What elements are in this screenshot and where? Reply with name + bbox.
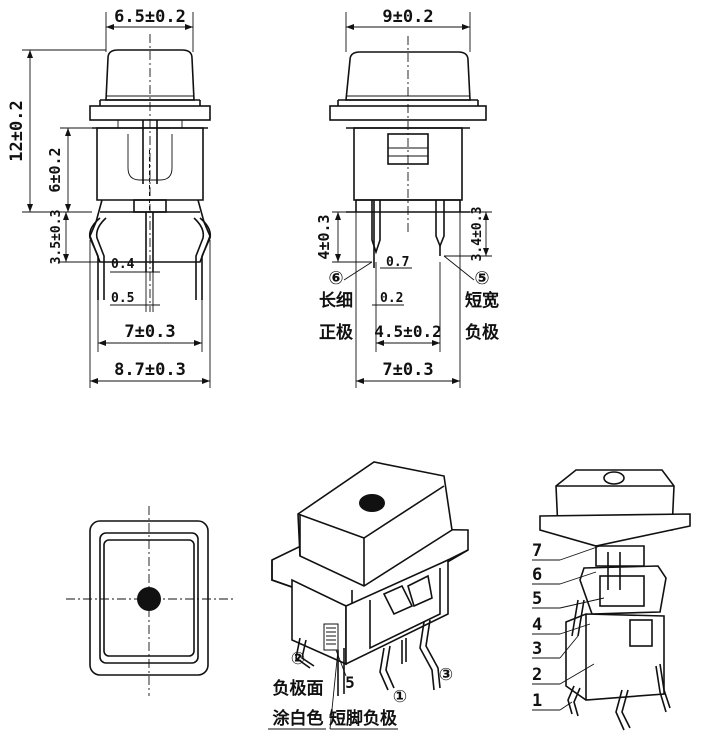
part-label-4: 4	[532, 615, 542, 635]
part-label-5: 5	[532, 589, 542, 609]
part-label-1: 1	[532, 691, 542, 711]
part-label-7: 7	[532, 541, 542, 561]
side-inner-pitch-label: 4.5±0.2	[374, 322, 441, 341]
front-height-body-label: 6±0.2	[46, 147, 64, 192]
front-pin-length-label: 3.5±0.3	[49, 210, 64, 265]
side-pin-gap-label: 0.7	[386, 255, 409, 270]
side-width-top-label: 9±0.2	[382, 7, 433, 27]
front-pin-thickness-label: 0.4	[111, 257, 135, 272]
led-window-dot	[137, 587, 161, 611]
iso-led-dot	[359, 494, 385, 512]
iso-callout-5: 5	[345, 673, 355, 692]
iso-label-negative-face: 负极面	[273, 678, 324, 699]
iso-callout-2: ②	[291, 649, 305, 669]
iso-label-short-negative: 短脚负极	[329, 708, 397, 729]
front-pin-width-label: 0.5	[111, 291, 134, 306]
side-pin-thickness-label: 0.2	[380, 291, 403, 306]
side-callout-5: ⑤	[474, 268, 489, 289]
side-callout-6: ⑥	[328, 268, 343, 289]
front-pin-pitch-label: 7±0.3	[124, 322, 175, 342]
side-long-pin-length-label: 4±0.3	[315, 214, 333, 259]
front-view: 6.5±0.2	[7, 7, 212, 388]
part-label-3: 3	[532, 639, 542, 659]
part-label-2: 2	[532, 665, 542, 685]
iso-view: ② ③ ① 5 负极面 涂白色 短脚负极	[268, 461, 469, 730]
front-height-total-label: 12±0.2	[7, 100, 27, 161]
side-label-short-line1: 短宽	[465, 290, 499, 311]
iso-callout-3: ③	[439, 665, 453, 685]
iso-label-white-paint: 涂白色	[273, 708, 324, 729]
side-short-pin-length-label: 3.4±0.3	[470, 207, 485, 262]
iso-callout-1: ①	[393, 687, 407, 707]
side-label-long-line1: 长细	[319, 290, 353, 311]
top-view	[66, 506, 234, 696]
part-label-6: 6	[532, 565, 542, 585]
front-overall-width-label: 8.7±0.3	[114, 360, 186, 380]
exploded-part-labels: 7 6 5 4 3 2 1	[532, 541, 605, 711]
side-outer-pitch-label: 7±0.3	[382, 360, 433, 380]
side-label-long-line2: 正极	[319, 323, 353, 343]
front-width-top-label: 6.5±0.2	[114, 7, 186, 27]
exploded-view: 7 6 5 4 3 2 1	[532, 469, 691, 731]
side-label-short-line2: 负极	[465, 322, 499, 343]
side-view: 9±0.2 4±0.3	[315, 7, 499, 388]
